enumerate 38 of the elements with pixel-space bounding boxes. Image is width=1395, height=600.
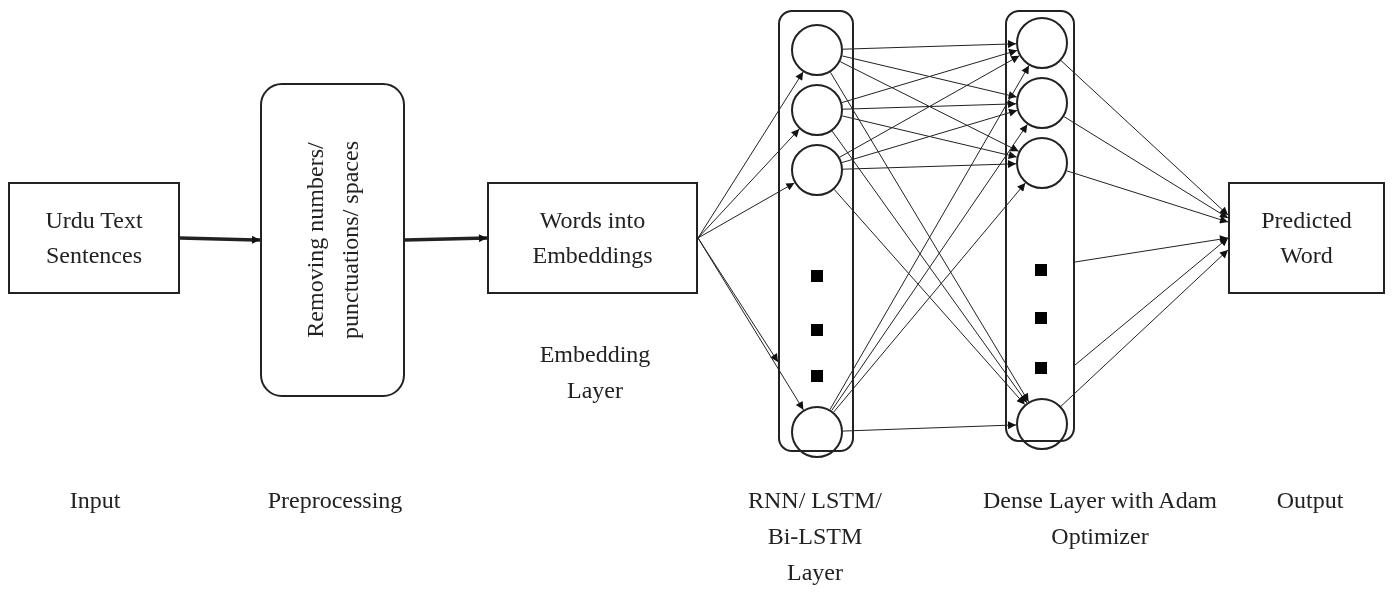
arrow [842,40,1017,50]
arrow [1074,235,1229,263]
process-box: Words into Embeddings [487,182,698,294]
arrow [842,421,1017,432]
layer-caption: Input [68,486,122,515]
arrow [842,160,1017,170]
neuron-circle [791,24,843,76]
layer-caption: Embedding Layer [538,340,652,405]
layer-caption: RNN/ LSTM/ Bi-LSTM Layer [747,486,883,587]
arrow [1060,249,1229,407]
process-box [260,83,405,397]
neuron-circle [1016,77,1068,129]
arrow [842,100,1017,110]
process-box: Urdu Text Sentences [8,182,180,294]
arrow [841,108,1018,164]
layer-caption: Preprocessing [266,486,404,515]
neuron-circle [1016,137,1068,189]
box-label: Removing numbers/ punctuations/ spaces [300,140,364,341]
neuron-circle [791,144,843,196]
arrow [179,235,261,244]
arrow [1060,60,1229,216]
neuron-circle [1016,17,1068,69]
arrow [1063,116,1229,219]
arrow [1066,170,1229,224]
arrow [697,237,804,411]
neuron-circle [791,84,843,136]
neuron-circle [791,406,843,458]
arrow [841,48,1018,104]
arrow [1074,237,1229,366]
arrow [404,234,488,243]
arrow [841,115,1018,160]
arrow [697,128,800,239]
neuron-circle [1016,398,1068,450]
process-box: Predicted Word [1228,182,1385,294]
arrow [841,55,1018,100]
layer-caption: Dense Layer with Adam Optimizer [982,486,1218,551]
layer-caption: Output [1275,486,1345,515]
arrow [697,182,795,239]
